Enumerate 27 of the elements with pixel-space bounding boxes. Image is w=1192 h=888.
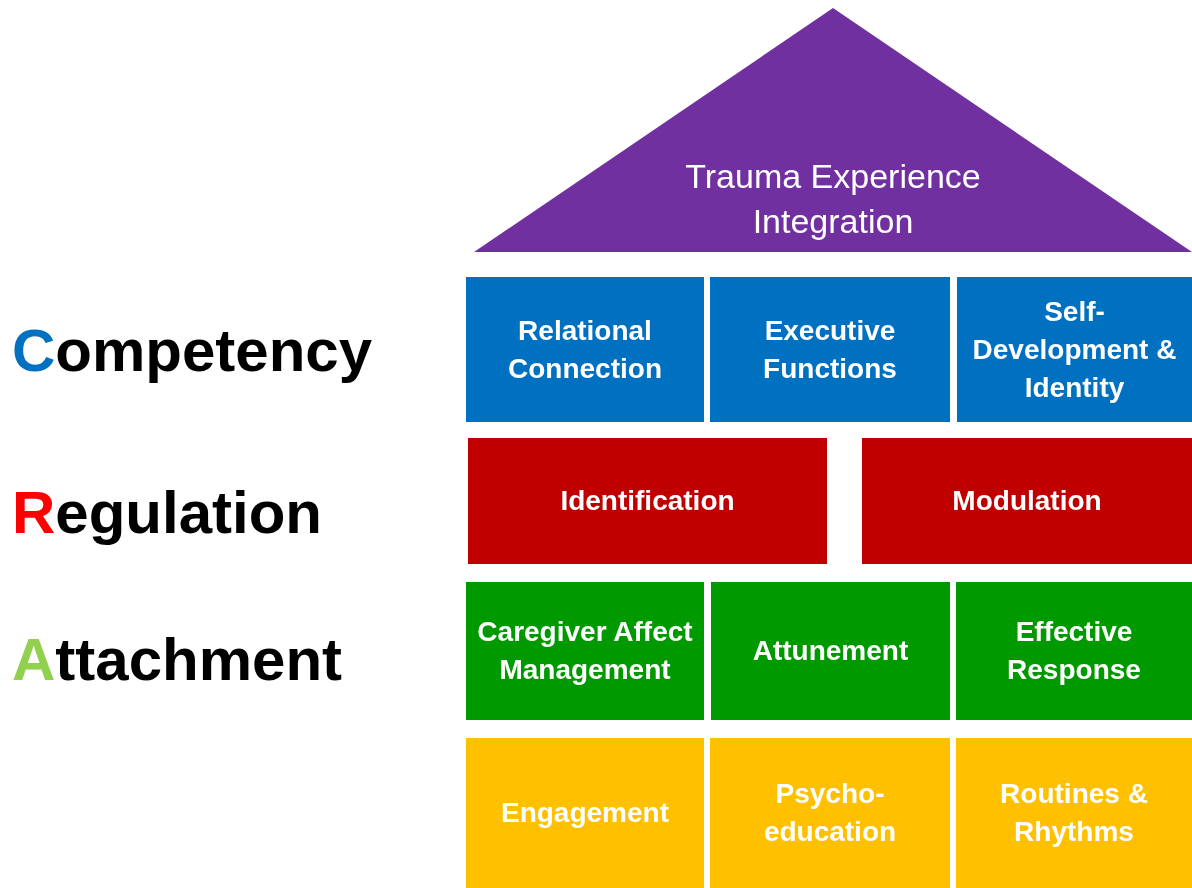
block-label: Caregiver Affect Management bbox=[476, 615, 694, 687]
block-label: Identification bbox=[560, 484, 735, 518]
house-block bbox=[468, 438, 827, 564]
layer-title: Regulation bbox=[12, 478, 322, 548]
block-label: Effective Response bbox=[1006, 615, 1142, 687]
roof-triangle bbox=[474, 8, 1192, 252]
block-label: Self-Development & Identity bbox=[971, 294, 1178, 405]
house-block bbox=[956, 738, 1192, 888]
block-label: Modulation bbox=[952, 484, 1102, 518]
layer-title: Attachment bbox=[12, 625, 343, 695]
block-label: Routines & Rhythms bbox=[999, 777, 1149, 849]
house-block bbox=[957, 277, 1192, 422]
block-label: Engagement bbox=[501, 796, 669, 830]
block-label: Attunement bbox=[752, 634, 909, 668]
block-label: Executive Functions bbox=[762, 313, 898, 386]
roof-label: Trauma Experience Integration bbox=[684, 156, 982, 242]
house-block bbox=[711, 582, 950, 720]
house-block bbox=[466, 738, 704, 888]
house-block bbox=[862, 438, 1192, 564]
block-label: Psycho-education bbox=[762, 777, 898, 849]
house-block bbox=[466, 582, 704, 720]
layer-title: Competency bbox=[12, 316, 373, 386]
house-block bbox=[710, 738, 950, 888]
house-block bbox=[710, 277, 950, 422]
block-label: Relational Connection bbox=[507, 313, 663, 386]
house-block bbox=[466, 277, 704, 422]
house-block bbox=[956, 582, 1192, 720]
